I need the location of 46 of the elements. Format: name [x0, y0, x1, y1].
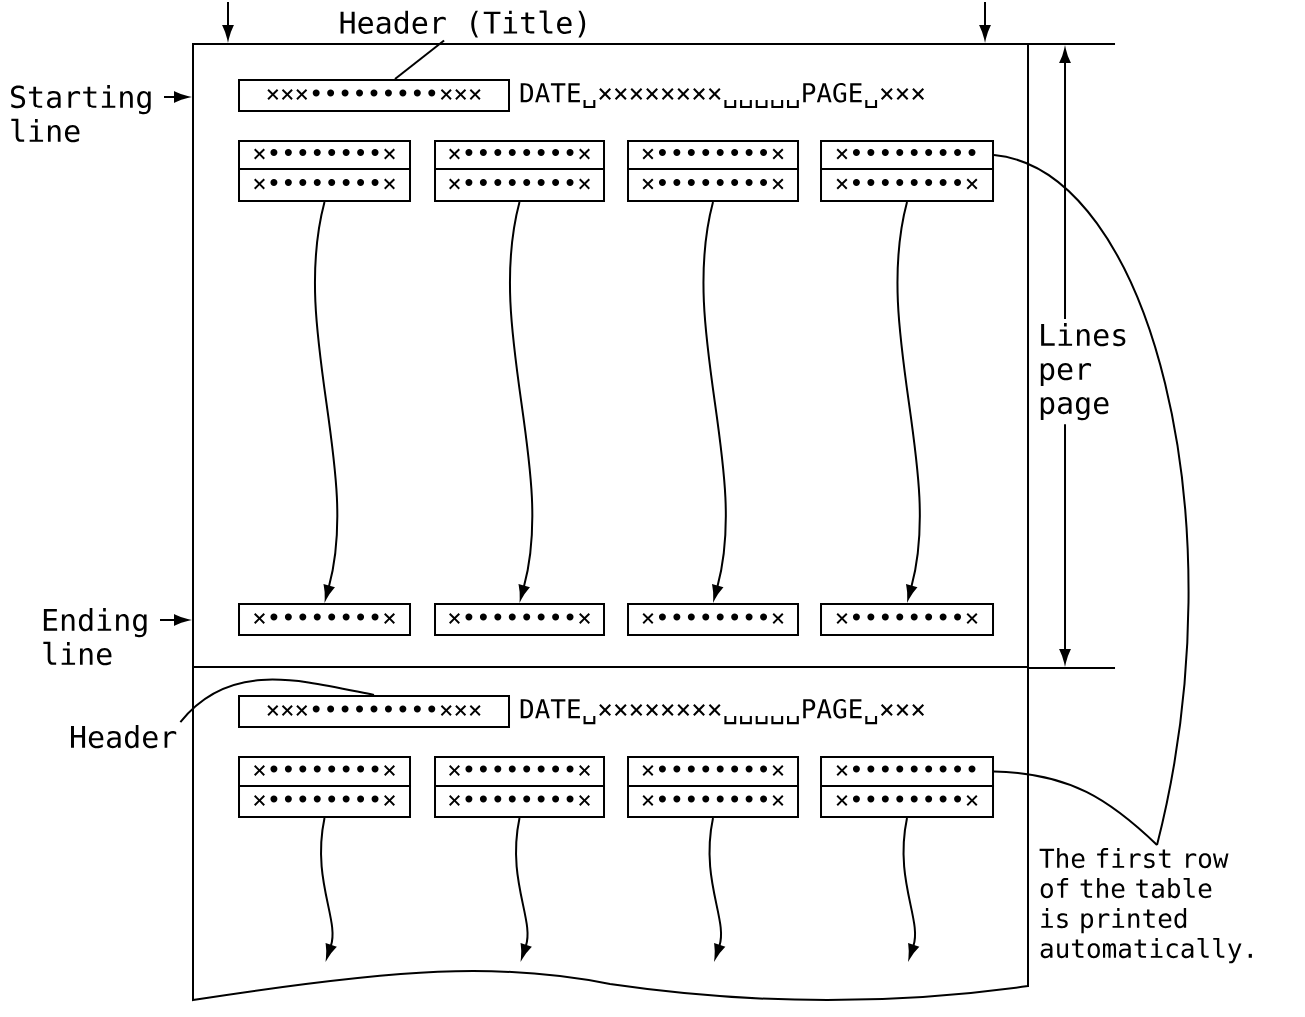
- leader-line: [179, 678, 375, 723]
- header-field: ×××•••••••••×××: [238, 79, 510, 112]
- field-box: ×••••••••×: [627, 756, 799, 787]
- field-box: ×••••••••×: [238, 140, 411, 170]
- field-box: ×••••••••×: [434, 756, 605, 787]
- header-field: ×××•••••••••×××: [238, 695, 510, 728]
- callout-text: The first row of the table is printed automatically.: [1039, 848, 1252, 964]
- header-line-text: DATE␣××××××××␣␣␣␣␣PAGE␣×××: [520, 698, 925, 725]
- field-box: ×••••••••×: [238, 168, 411, 202]
- field-box: ×••••••••×: [238, 603, 411, 636]
- field-box: ×••••••••×: [434, 785, 605, 818]
- dimension-label: Lines per page: [1034, 319, 1146, 425]
- field-box: ×••••••••×: [627, 785, 799, 818]
- wavy-arrow: [902, 817, 919, 959]
- field-box: ×••••••••×: [627, 603, 799, 636]
- callout-text: Header (Title): [340, 10, 586, 38]
- wavy-arrow: [509, 201, 534, 600]
- wavy-arrow: [896, 201, 921, 600]
- wavy-arrow: [515, 817, 531, 959]
- leader-line: [993, 154, 1190, 846]
- callout-text: Header: [71, 725, 177, 749]
- field-box: ×••••••••×: [627, 140, 799, 170]
- callout-text: Starting line: [11, 85, 151, 143]
- header-line-text: DATE␣××××××××␣␣␣␣␣PAGE␣×××: [520, 82, 925, 109]
- wavy-arrow: [708, 817, 725, 959]
- callout-text: Ending line: [43, 608, 147, 666]
- wavy-arrow: [320, 817, 336, 959]
- field-box: ×••••••••×: [820, 168, 994, 202]
- field-box: ×••••••••×: [627, 168, 799, 202]
- field-box: ×••••••••×: [434, 168, 605, 202]
- leader-line: [394, 39, 446, 80]
- field-box: ×••••••••×: [820, 603, 994, 636]
- page-outline: [192, 666, 1029, 1001]
- field-box: ×••••••••×: [238, 785, 411, 818]
- leader-line: [993, 770, 1158, 846]
- field-box: ×••••••••×: [238, 756, 411, 787]
- field-box: ×•••••••••: [820, 756, 994, 787]
- field-box: ×•••••••••: [820, 140, 994, 170]
- field-box: ×••••••••×: [434, 603, 605, 636]
- wavy-arrow: [314, 201, 339, 600]
- pointer-arrow: [159, 614, 189, 626]
- field-box: ×••••••••×: [434, 140, 605, 170]
- wavy-arrow: [702, 201, 727, 600]
- page-outline: [192, 43, 1029, 668]
- field-box: ×••••••••×: [820, 785, 994, 818]
- pointer-arrow: [163, 91, 189, 103]
